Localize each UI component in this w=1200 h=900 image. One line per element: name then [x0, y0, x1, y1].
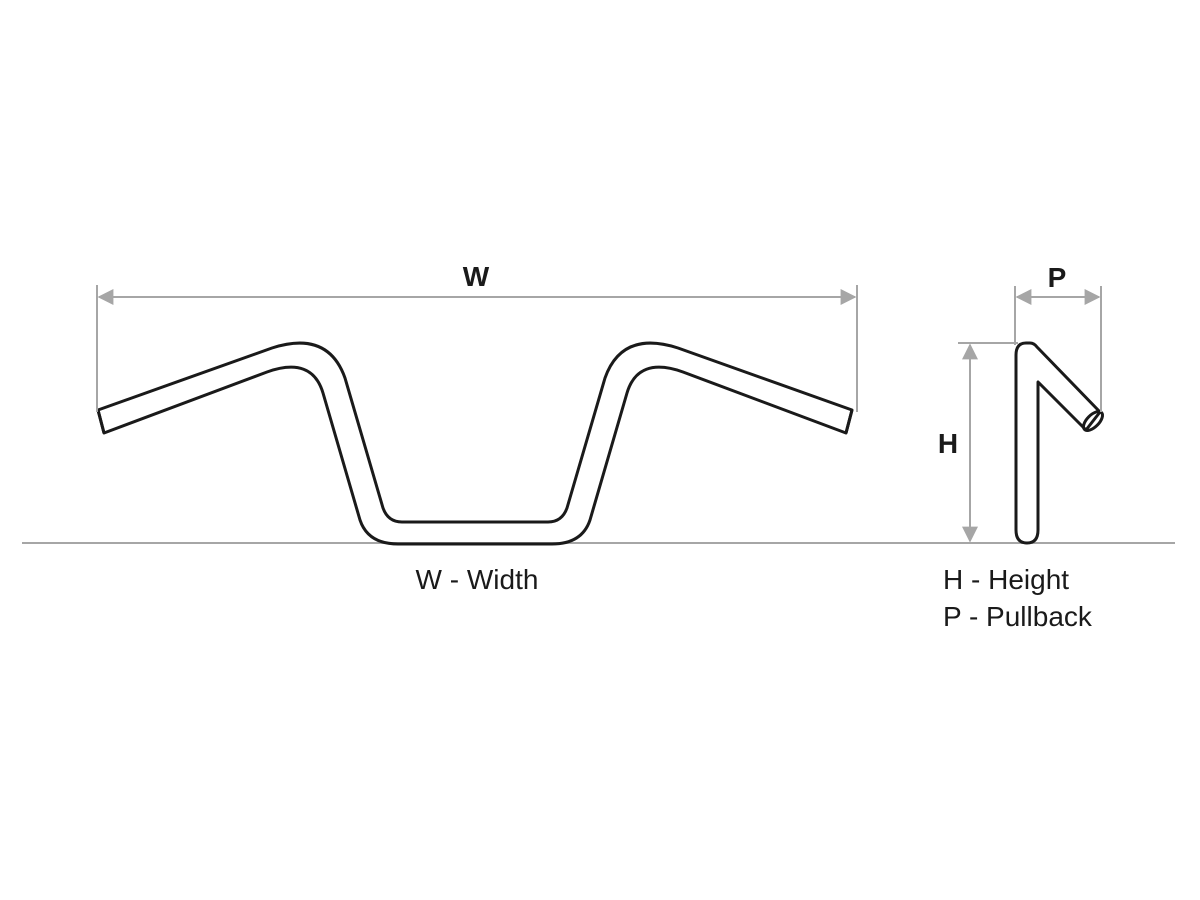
width-dimension: W — [96, 261, 858, 412]
legend-width: W - Width — [416, 564, 539, 595]
side-tube-end — [1082, 410, 1104, 432]
side-tube-outline — [1014, 341, 1102, 545]
legend-pullback: P - Pullback — [943, 601, 1093, 632]
handlebar-tube-outline — [96, 341, 854, 546]
legend-height: H - Height — [943, 564, 1069, 595]
pullback-letter: P — [1048, 262, 1067, 293]
height-letter: H — [938, 428, 958, 459]
width-letter: W — [463, 261, 490, 292]
handlebar-right-end — [844, 409, 854, 434]
handlebar-front-view — [96, 341, 854, 546]
handlebar-side-view — [1014, 341, 1104, 545]
handlebar-left-end — [96, 409, 106, 434]
height-dimension: H — [938, 342, 1018, 543]
pullback-dimension: P — [1014, 262, 1102, 412]
